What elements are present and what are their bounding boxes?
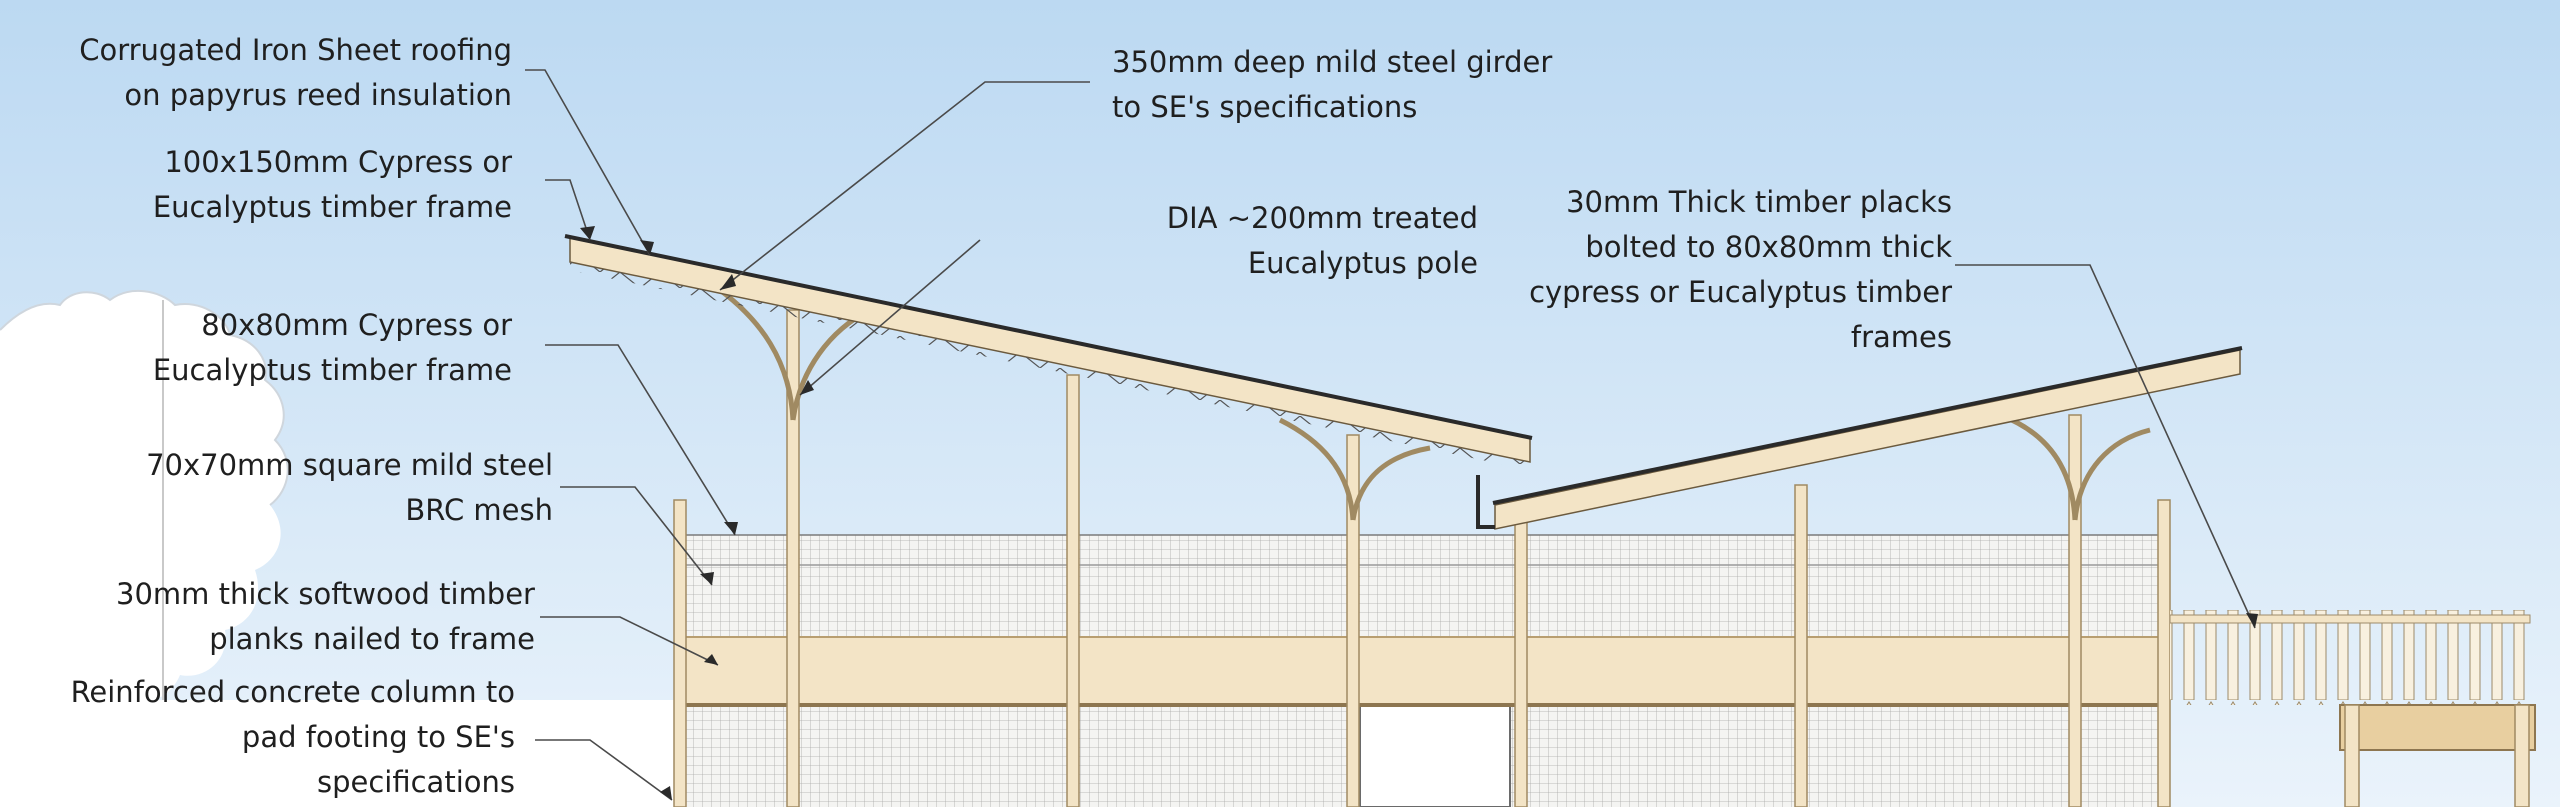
left-roof — [564, 234, 1533, 470]
label-eucalyptus-pole-line1: DIA ~200mm treated — [1166, 201, 1478, 235]
label-softwood-planks-line2: planks nailed to frame — [209, 622, 535, 656]
right-end-post — [2157, 499, 2171, 807]
tree-outline — [0, 289, 289, 506]
label-timber-placks-line3: cypress or Eucalyptus timber — [1529, 275, 1952, 309]
label-timber-frame-100x150-line2: Eucalyptus timber frame — [152, 190, 512, 224]
label-steel-girder-line2: to SE's specifications — [1112, 90, 1418, 124]
deck-timber-band — [674, 636, 2166, 706]
leader-arrowheads — [580, 226, 2258, 800]
label-brc-mesh-line1: 70x70mm square mild steel — [146, 448, 553, 482]
label-roofing-line2: on papyrus reed insulation — [124, 78, 512, 112]
right-deck-fence — [2170, 610, 2530, 705]
label-timber-frame-80x80-line1: 80x80mm Cypress or — [201, 308, 512, 342]
leader-lines — [525, 69, 2256, 801]
label-timber-placks: 30mm Thick timber placks bolted to 80x80… — [1529, 180, 1952, 360]
label-timber-placks-line4: frames — [1850, 320, 1952, 354]
lower-opening — [1359, 705, 1511, 807]
right-deck-posts — [2344, 704, 2530, 807]
label-concrete-column-line2: pad footing to SE's — [241, 720, 515, 754]
label-softwood-planks-line1: 30mm thick softwood timber — [116, 577, 535, 611]
label-timber-frame-80x80-line2: Eucalyptus timber frame — [152, 353, 512, 387]
label-steel-girder: 350mm deep mild steel girder to SE's spe… — [1112, 40, 1552, 130]
label-timber-placks-line1: 30mm Thick timber placks — [1566, 185, 1952, 219]
label-eucalyptus-pole: DIA ~200mm treated Eucalyptus pole — [1167, 196, 1478, 286]
tree-silhouette — [0, 290, 288, 716]
label-softwood-planks: 30mm thick softwood timber planks nailed… — [116, 572, 535, 662]
label-brc-mesh-line2: BRC mesh — [405, 493, 553, 527]
label-eucalyptus-pole-line2: Eucalyptus pole — [1247, 246, 1478, 280]
label-roofing: Corrugated Iron Sheet roofing on papyrus… — [79, 28, 512, 118]
label-brc-mesh: 70x70mm square mild steel BRC mesh — [146, 443, 553, 533]
gutter — [1476, 475, 1495, 529]
upper-mesh-wall — [684, 534, 2161, 638]
right-roof — [1492, 346, 2243, 530]
label-timber-frame-80x80: 80x80mm Cypress or Eucalyptus timber fra… — [153, 303, 512, 393]
label-timber-placks-line2: bolted to 80x80mm thick — [1585, 230, 1952, 264]
label-steel-girder-line1: 350mm deep mild steel girder — [1112, 45, 1553, 79]
label-concrete-column-line1: Reinforced concrete column to — [70, 675, 515, 709]
right-deck-rail — [2169, 614, 2531, 624]
left-end-post — [673, 499, 687, 807]
label-timber-frame-100x150-line1: 100x150mm Cypress or — [164, 145, 512, 179]
right-deck-beam — [2339, 704, 2536, 751]
label-concrete-column: Reinforced concrete column to pad footin… — [71, 670, 515, 805]
label-roofing-line1: Corrugated Iron Sheet roofing — [79, 33, 512, 67]
label-timber-frame-100x150: 100x150mm Cypress or Eucalyptus timber f… — [153, 140, 512, 230]
ground-white — [0, 700, 680, 807]
label-concrete-column-line3: specifications — [316, 765, 515, 799]
